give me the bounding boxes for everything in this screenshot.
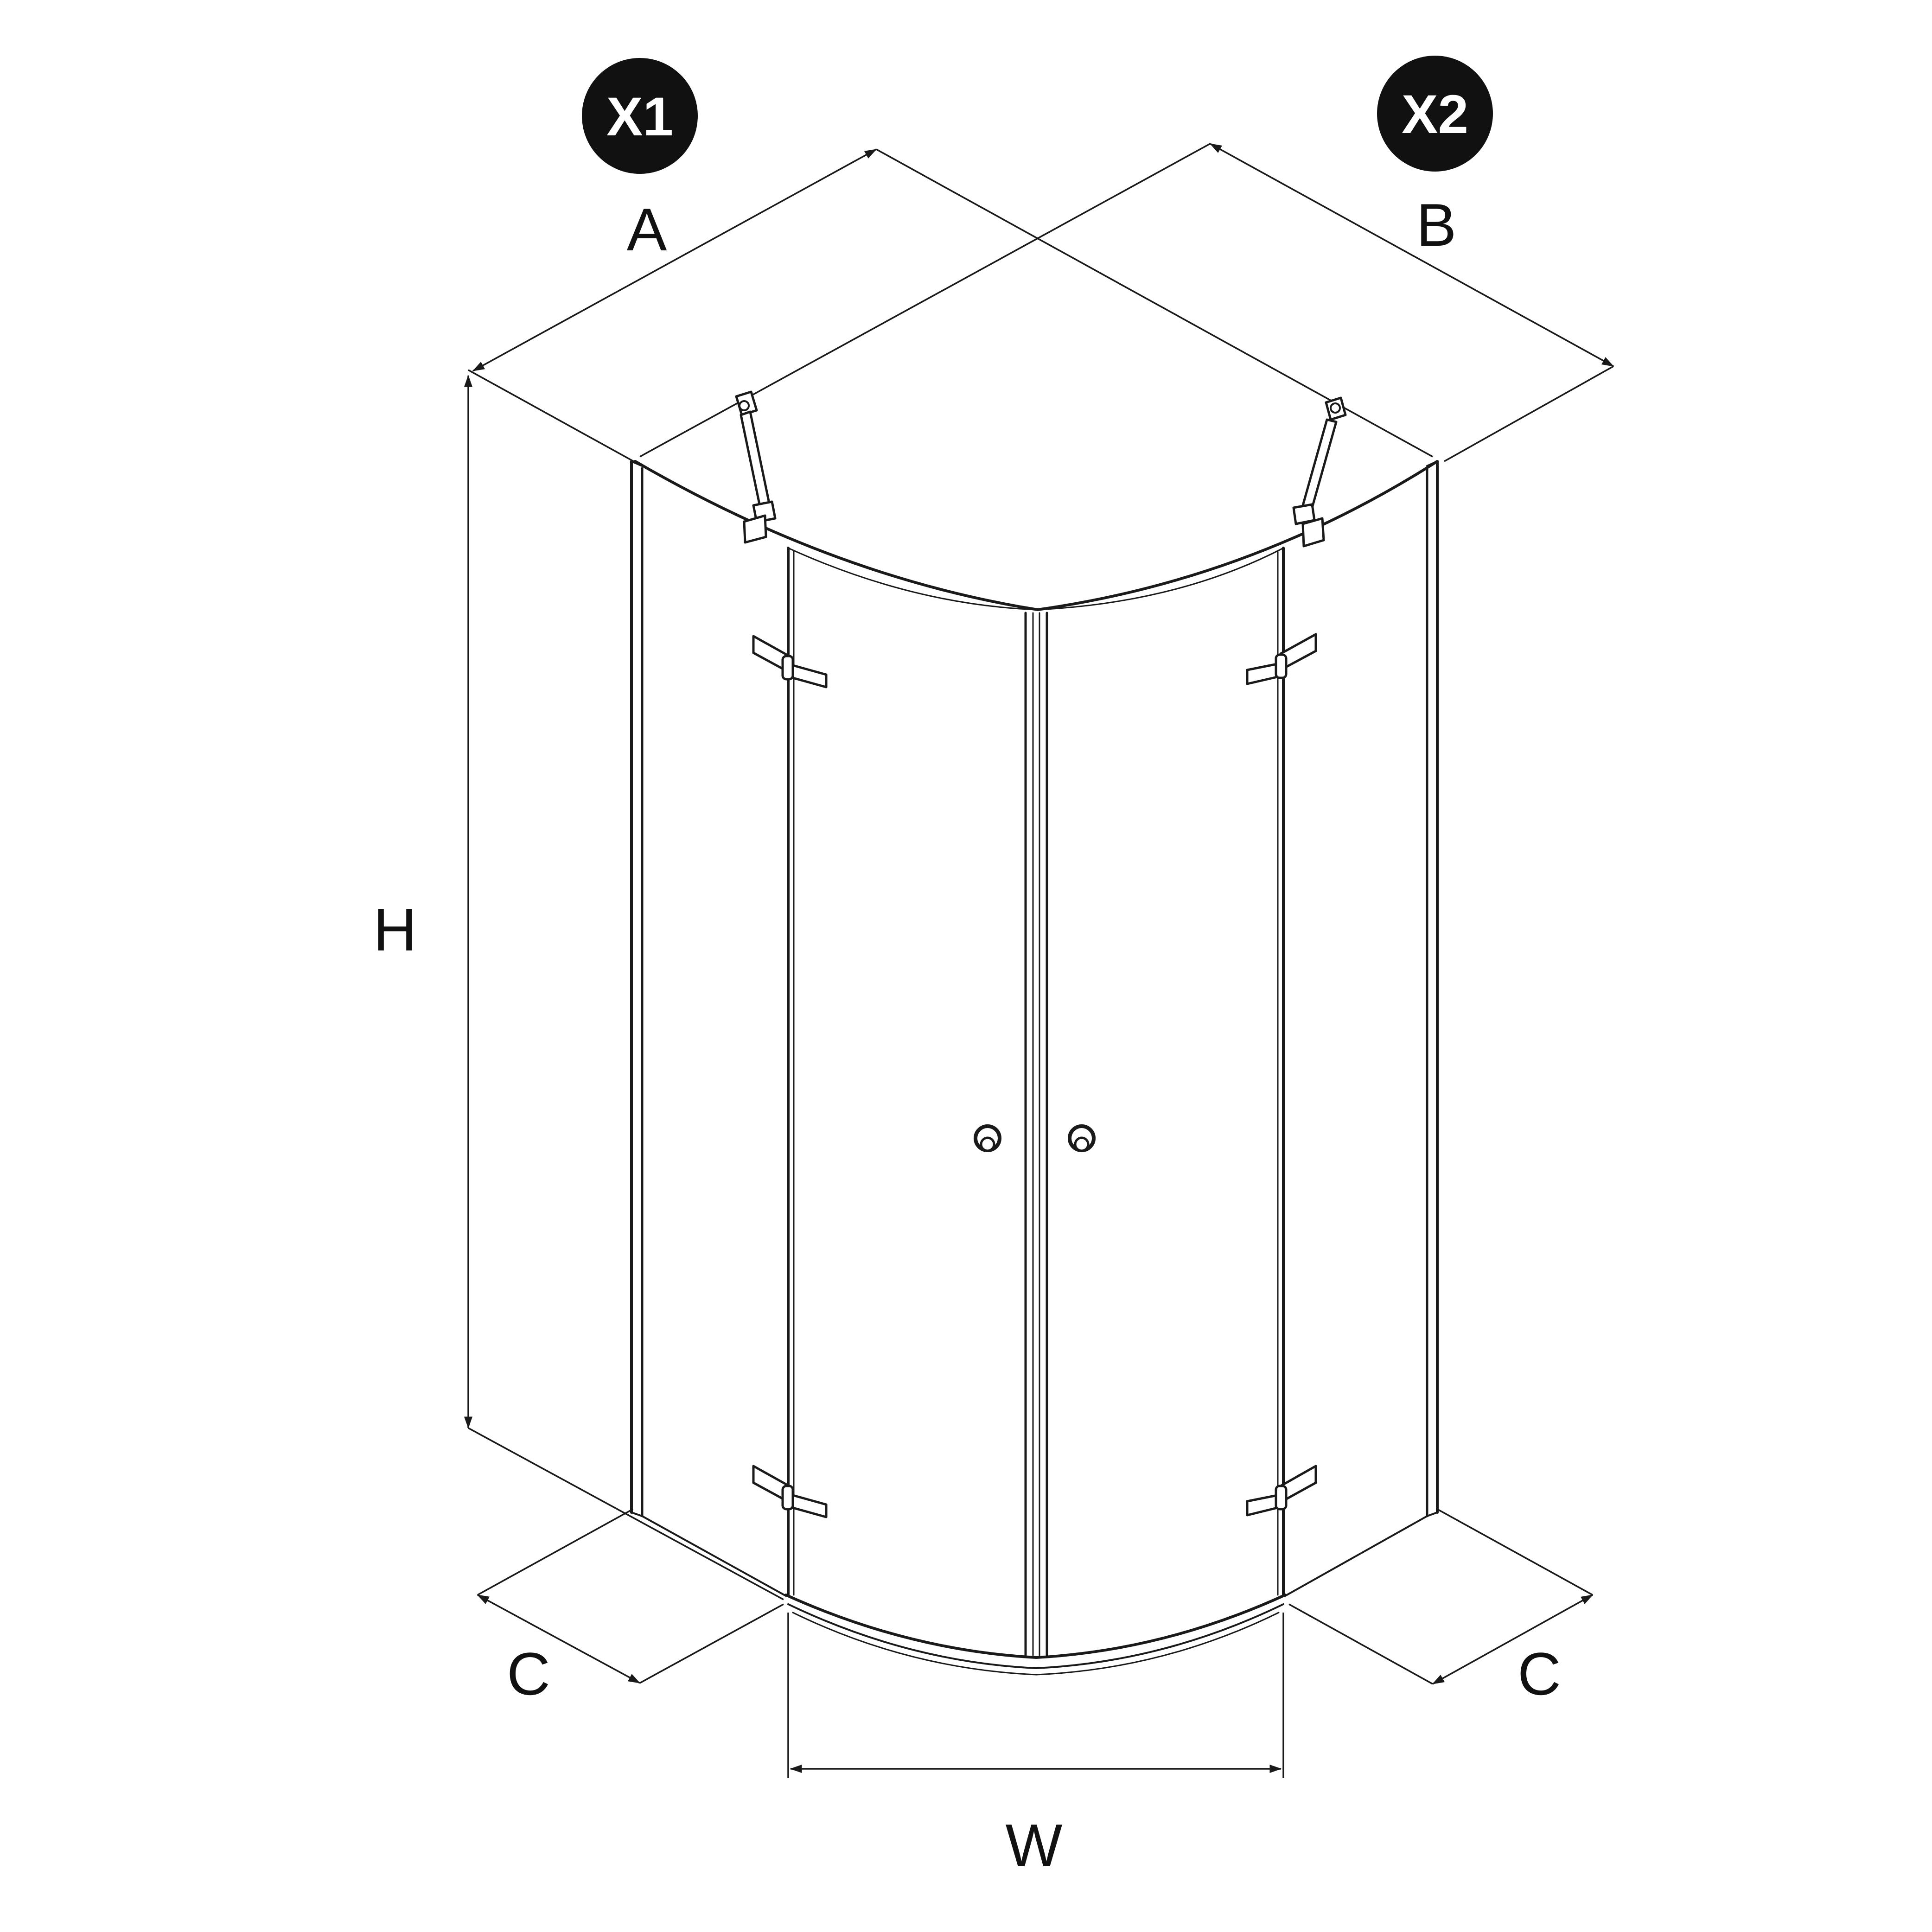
dimension-c-left: C	[477, 1508, 784, 1708]
dimension-h-label: H	[373, 896, 417, 963]
left-stabilizer-bar	[735, 390, 777, 544]
bottom-arc-base	[792, 1612, 1280, 1676]
right-stabilizer-bar	[1292, 396, 1347, 548]
badge-x2: X2	[1377, 56, 1493, 172]
bottom-arc-outer	[787, 1603, 1284, 1669]
top-arc-inner	[787, 547, 1284, 611]
dimension-a: A	[468, 148, 1433, 464]
badge-x1-label: X1	[606, 86, 673, 147]
hinge-left-bottom	[752, 1465, 828, 1518]
left-door	[787, 547, 1034, 1657]
dimension-h: H	[373, 375, 784, 1600]
hinge-right-bottom	[1246, 1465, 1317, 1517]
hinge-left-top	[752, 635, 828, 689]
badge-x1: X1	[582, 58, 698, 174]
hinge-right-top	[1246, 633, 1317, 685]
left-fixed-panel	[630, 460, 787, 1597]
door-knob-right	[1068, 1124, 1096, 1152]
right-door	[1039, 547, 1285, 1657]
right-fixed-panel	[1284, 460, 1439, 1597]
dimension-w: W	[787, 1613, 1284, 1879]
dimension-b-label: B	[1416, 191, 1457, 259]
dimension-a-label: A	[627, 196, 667, 263]
dimension-b: B	[639, 143, 1614, 462]
dimension-c-left-label: C	[507, 1640, 550, 1708]
bottom-arc	[784, 1594, 1287, 1659]
dimension-c-right: C	[1288, 1508, 1594, 1708]
dimension-c-right-label: C	[1518, 1640, 1561, 1708]
badge-x2-label: X2	[1402, 84, 1468, 145]
dimension-w-label: W	[1006, 1811, 1063, 1879]
enclosure	[630, 460, 1439, 1676]
door-knob-left	[974, 1124, 1001, 1152]
